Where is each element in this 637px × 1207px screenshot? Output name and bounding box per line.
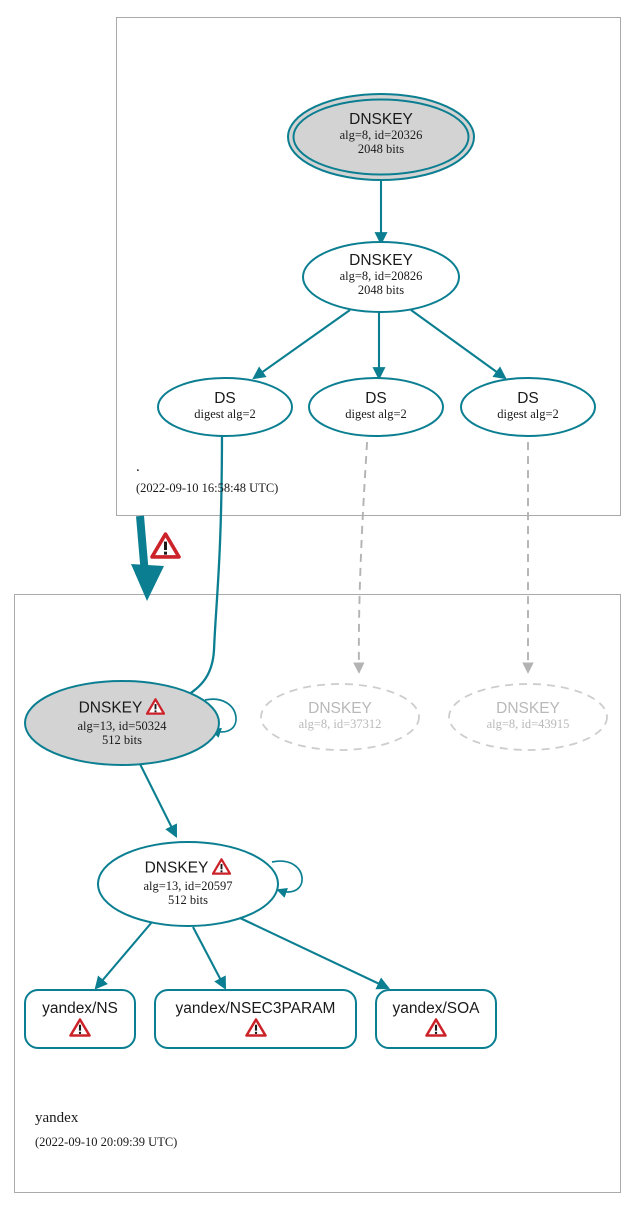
node-root-zsk[interactable]: DNSKEY alg=8, id=20826 2048 bits	[291, 252, 471, 298]
edge-delegation-root-to-yandex	[131, 515, 164, 601]
node-ds-2-title: DS	[365, 390, 387, 407]
node-root-ksk[interactable]: DNSKEY alg=8, id=20326 2048 bits	[291, 111, 471, 157]
node-yandex-zsk-shape[interactable]	[97, 841, 279, 927]
zone-label-yandex-timestamp: (2022-09-10 20:09:39 UTC)	[35, 1135, 178, 1149]
node-dnskey-37312[interactable]: DNSKEY alg=8, id=37312	[255, 700, 425, 732]
node-root-zsk-detail: alg=8, id=20826	[339, 269, 423, 283]
warning-triangle-icon	[25, 1018, 135, 1042]
warning-triangle-icon	[146, 698, 166, 719]
delegation-warning-triangle-icon	[150, 532, 181, 564]
node-ds-3-detail: digest alg=2	[497, 407, 559, 421]
node-ds-2-detail: digest alg=2	[345, 407, 407, 421]
node-yandex-zsk-detail: alg=13, id=20597	[143, 879, 233, 893]
edge-yandex-ksk-to-yandex-zsk	[139, 763, 177, 838]
node-rrset-nsec3param-title: yandex/NSEC3PARAM	[175, 1000, 336, 1017]
node-rrset-soa[interactable]: yandex/SOA	[376, 1001, 496, 1042]
node-root-ksk-size: 2048 bits	[357, 142, 405, 156]
node-dnskey-43915[interactable]: DNSKEY alg=8, id=43915	[443, 700, 613, 732]
node-ds-2[interactable]: DS digest alg=2	[306, 390, 446, 422]
node-dnskey-43915-detail: alg=8, id=43915	[486, 717, 570, 731]
node-yandex-ksk-size: 512 bits	[102, 733, 142, 747]
node-yandex-zsk[interactable]: DNSKEY alg=13, id=20597 512 bits	[98, 858, 278, 907]
node-dnskey-37312-title: DNSKEY	[308, 700, 372, 717]
node-root-zsk-shape[interactable]	[302, 241, 460, 313]
edge-yandex-ksk-self-loop	[204, 698, 237, 738]
edge-ds-1-to-yandex-ksk	[170, 427, 224, 708]
node-ds-3-title: DS	[517, 390, 539, 407]
edge-yandex-zsk-self-loop	[271, 860, 303, 898]
zone-label-root-name: .	[136, 459, 140, 475]
zone-label-yandex-name: yandex	[35, 1110, 79, 1126]
node-root-zsk-size: 2048 bits	[357, 283, 405, 297]
node-root-ksk-shape[interactable]	[287, 93, 475, 181]
zone-label-root-timestamp: (2022-09-10 16:58:48 UTC)	[136, 481, 279, 495]
node-yandex-zsk-title: DNSKEY	[144, 859, 209, 877]
node-rrset-nsec3param[interactable]: yandex/NSEC3PARAM	[155, 1001, 356, 1042]
warning-triangle-icon	[212, 858, 232, 879]
node-ds-3-shape[interactable]	[460, 377, 596, 437]
edge-yandex-zsk-to-rrset-soa	[239, 917, 390, 990]
node-dnskey-37312-shape[interactable]	[260, 683, 420, 751]
node-yandex-ksk-title: DNSKEY	[78, 699, 143, 717]
node-ds-1[interactable]: DS digest alg=2	[155, 390, 295, 422]
node-ds-3[interactable]: DS digest alg=2	[458, 390, 598, 422]
warning-triangle-icon	[155, 1018, 356, 1042]
node-ds-1-title: DS	[214, 390, 236, 407]
node-rrset-soa-title: yandex/SOA	[392, 1000, 480, 1017]
node-ds-2-shape[interactable]	[308, 377, 444, 437]
edge-ds-2-to-dnskey-37312	[353, 427, 369, 674]
node-yandex-ksk-shape[interactable]	[24, 680, 220, 766]
edge-root-zsk-to-ds-1	[252, 309, 351, 380]
edge-yandex-zsk-to-rrset-ns	[94, 921, 153, 990]
node-dnskey-43915-shape[interactable]	[448, 683, 608, 751]
node-yandex-zsk-size: 512 bits	[168, 893, 208, 907]
node-yandex-ksk[interactable]: DNSKEY alg=13, id=50324 512 bits	[32, 698, 212, 747]
edge-root-zsk-to-ds-3	[410, 309, 507, 380]
node-rrset-ns-title: yandex/NS	[42, 1000, 118, 1017]
zone-box-yandex	[14, 594, 621, 1193]
zone-box-root	[116, 17, 621, 516]
node-root-zsk-title: DNSKEY	[349, 252, 413, 269]
node-dnskey-37312-detail: alg=8, id=37312	[298, 717, 382, 731]
edge-yandex-zsk-to-rrset-nsec3param	[192, 926, 227, 990]
node-root-ksk-detail: alg=8, id=20326	[339, 128, 423, 142]
warning-triangle-icon	[376, 1018, 496, 1042]
node-yandex-ksk-detail: alg=13, id=50324	[77, 719, 167, 733]
node-root-ksk-title: DNSKEY	[349, 111, 413, 128]
node-rrset-ns[interactable]: yandex/NS	[25, 1001, 135, 1042]
node-ds-1-shape[interactable]	[157, 377, 293, 437]
node-dnskey-43915-title: DNSKEY	[496, 700, 560, 717]
node-ds-1-detail: digest alg=2	[194, 407, 256, 421]
